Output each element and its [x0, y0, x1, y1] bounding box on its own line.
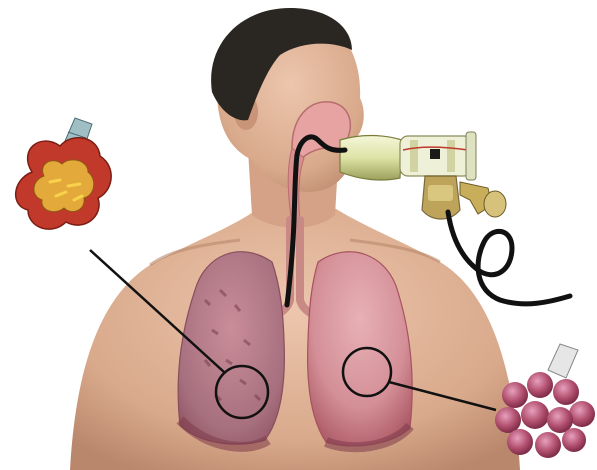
cluster-duct [548, 344, 578, 378]
end-cap [466, 132, 476, 180]
breathing-apparatus [340, 132, 506, 219]
valve-indicator [430, 149, 440, 159]
diseased-alveolus-icon [16, 118, 112, 229]
healthy-alveoli-cluster-icon [495, 344, 595, 458]
mouthpiece-tube [340, 136, 402, 181]
